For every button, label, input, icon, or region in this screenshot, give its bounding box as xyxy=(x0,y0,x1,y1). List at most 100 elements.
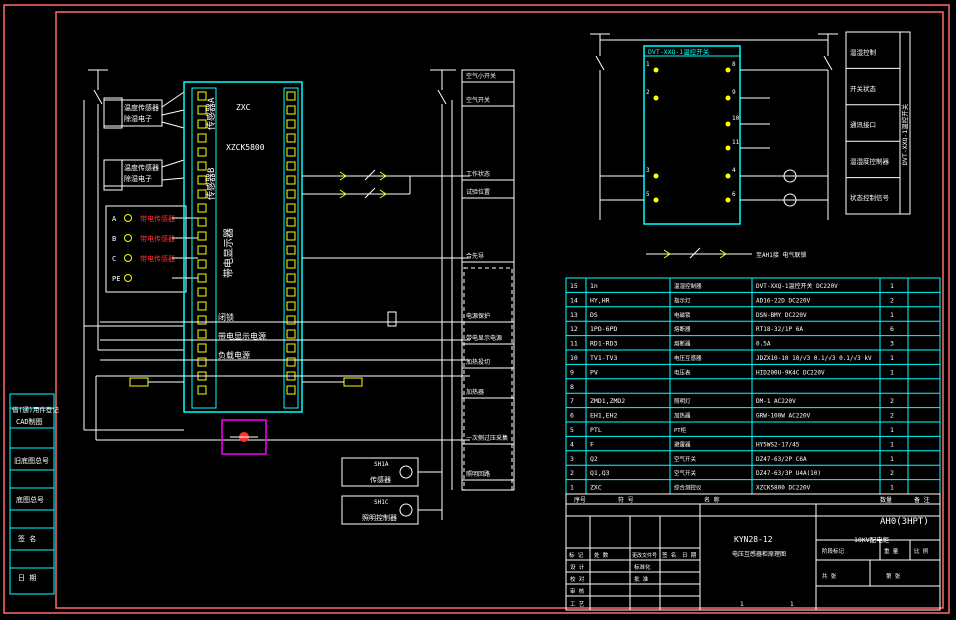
controller-section-b: 传感器B xyxy=(205,168,217,200)
controller-section-a: 传感器A xyxy=(205,97,217,130)
bom-spec: HID200U-9K4C DC220V xyxy=(756,369,825,376)
table-row: 8 xyxy=(570,383,574,391)
phase-indicator-icon xyxy=(124,254,132,262)
terminal xyxy=(286,217,296,227)
lamp-1-text: 传感器 xyxy=(370,475,391,484)
right-col-label: 试验位置 xyxy=(466,188,490,196)
tb-label-craft: 工 艺 xyxy=(570,601,585,608)
title-block: 序号 符 号 名 称 数量 备 注 AH0(3HPT) KYN28-12 电压互… xyxy=(565,493,941,611)
top-box-terminal xyxy=(653,173,659,179)
right-col-label: 带电显示电源 xyxy=(466,334,502,342)
bom-qty: 6 xyxy=(890,325,894,333)
bom-header-code: 符 号 xyxy=(618,496,634,504)
terminal xyxy=(286,91,296,101)
top-box-terminal-no: 3 xyxy=(646,167,650,174)
bom-header-no: 序号 xyxy=(574,496,586,504)
bom-no: 12 xyxy=(570,325,578,333)
terminal xyxy=(197,133,207,143)
right-supply xyxy=(430,69,456,520)
right-col-label: 一次侧过压采集 xyxy=(466,434,508,442)
bom-code: TV1-TV3 xyxy=(590,354,617,362)
tb-label-stage: 阶段标记 xyxy=(822,547,845,555)
terminal xyxy=(286,259,296,269)
tb-label-scale: 比 例 xyxy=(914,547,929,555)
jumper-note-text: 至AH1接 电气联锁 xyxy=(756,251,806,259)
sensor-2-sub: 除湿电子 xyxy=(124,174,152,183)
terminal xyxy=(197,329,207,339)
bom-qty: 3 xyxy=(890,340,894,348)
lamp-2-id: SH1C xyxy=(374,499,389,506)
phase-text: 带电传感器 xyxy=(140,234,175,243)
tb-label-sheet: 第 张 xyxy=(886,572,901,580)
bom-spec: 0.5A xyxy=(756,341,771,348)
bom-code: PTL xyxy=(590,426,602,434)
heater-branch xyxy=(95,376,470,441)
top-box-terminal xyxy=(725,121,731,127)
small-table-cell: 温湿度控制器 xyxy=(850,157,890,166)
terminal xyxy=(197,259,207,269)
terminal xyxy=(197,357,207,367)
bom-code: HY,HR xyxy=(590,296,610,304)
bom-header-name: 名 称 xyxy=(704,496,720,504)
strip-label-2: 旧底图总号 xyxy=(14,456,49,465)
terminal xyxy=(286,301,296,311)
terminal xyxy=(286,287,296,297)
bom-spec: JDZX10-10 10/√3 0.1/√3 0.1/√3 kV xyxy=(756,355,872,362)
terminal xyxy=(286,357,296,367)
bom-spec: DZ47-63/3P U4A(10) xyxy=(756,470,821,477)
bom-name: 空气开关 xyxy=(674,469,697,477)
terminal xyxy=(286,343,296,353)
top-box-terminal xyxy=(653,95,659,101)
top-box-terminal-no: 8 xyxy=(732,61,736,68)
phase-label: B xyxy=(112,235,116,243)
ac-rows: 闭锁 带电显示电源 负载电源 xyxy=(96,311,470,377)
tb-label-std: 标准化 xyxy=(634,563,651,571)
terminal xyxy=(197,189,207,199)
bom-no: 3 xyxy=(570,455,574,463)
terminal xyxy=(286,133,296,143)
bom-code: F xyxy=(590,440,594,448)
bom-qty: 2 xyxy=(890,469,894,477)
sensor-2-name: 温度传感器 xyxy=(124,163,159,172)
phase-indicator-icon xyxy=(124,214,132,222)
top-box-terminal-no: 6 xyxy=(732,191,736,198)
bom-name: 温湿控制器 xyxy=(674,282,702,290)
bom-code: ZMD1,ZMD2 xyxy=(590,397,625,405)
terminal xyxy=(286,147,296,157)
bom-qty: 1 xyxy=(890,368,894,376)
top-box-terminal-no: 9 xyxy=(732,89,736,96)
tb-label-change: 更改文件号 xyxy=(632,552,657,559)
drawing-number: AH0(3HPT) xyxy=(880,517,929,527)
bom-no: 9 xyxy=(570,368,574,376)
small-table-cell: 通讯接口 xyxy=(850,120,876,129)
relay-wiring xyxy=(302,169,470,259)
lamp-2-text: 照明控制器 xyxy=(362,513,397,522)
strip-label-4: 签 名 xyxy=(18,534,36,543)
bom-spec: HY5WS2-17/45 xyxy=(756,441,800,448)
bom-code: ZXC xyxy=(590,484,602,492)
bom-name: 照明灯 xyxy=(674,397,691,405)
tb-label-count: 处 数 xyxy=(594,551,609,559)
phase-text: 带电传感器 xyxy=(140,214,175,223)
terminal xyxy=(197,203,207,213)
phase-indicator-icon xyxy=(124,234,132,242)
bom-spec: DSN-BMY DC220V xyxy=(756,312,807,319)
bom-code: 1PD-6PD xyxy=(590,325,617,333)
phase-text: 带电传感器 xyxy=(140,254,175,263)
terminal xyxy=(286,161,296,171)
bom-no: 8 xyxy=(570,383,574,391)
terminal xyxy=(286,189,296,199)
terminal xyxy=(286,175,296,185)
terminal xyxy=(286,315,296,325)
right-col-label: 合先导 xyxy=(466,252,484,260)
terminal xyxy=(286,105,296,115)
controller-section-display: 带电显示器 xyxy=(222,228,235,278)
